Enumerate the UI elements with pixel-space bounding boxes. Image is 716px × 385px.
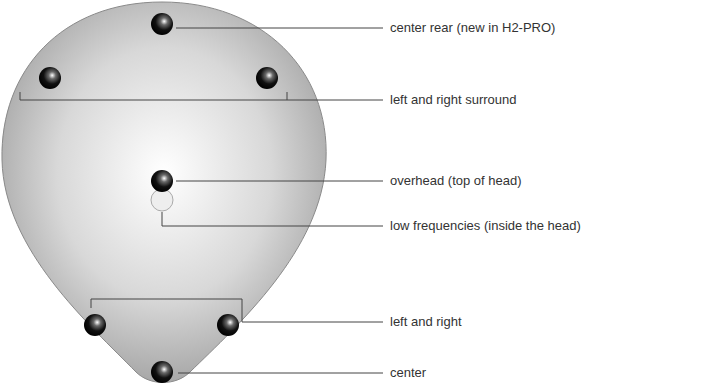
speaker-balls bbox=[39, 13, 278, 383]
speaker-label: left and right bbox=[390, 314, 462, 330]
speaker-label: center rear (new in H2-PRO) bbox=[390, 20, 555, 36]
speaker-label: overhead (top of head) bbox=[390, 173, 522, 189]
head-outline bbox=[2, 2, 326, 383]
low-frequency-marker bbox=[151, 189, 173, 211]
leader-lines bbox=[20, 28, 383, 373]
speaker-label: left and right surround bbox=[390, 92, 516, 108]
speaker-label: center bbox=[390, 365, 426, 381]
speaker-label: low frequencies (inside the head) bbox=[390, 218, 581, 234]
